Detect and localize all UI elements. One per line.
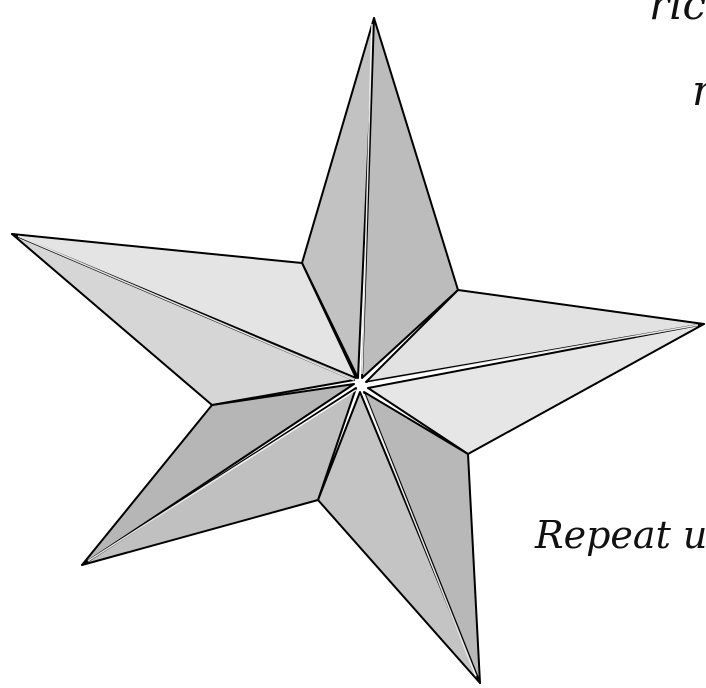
- star-icon: [12, 18, 704, 683]
- cropped-text-line-1: ric: [649, 0, 706, 26]
- cropped-text-line-2: n: [692, 70, 706, 112]
- cropped-text-line-3: Repeat u: [535, 516, 706, 554]
